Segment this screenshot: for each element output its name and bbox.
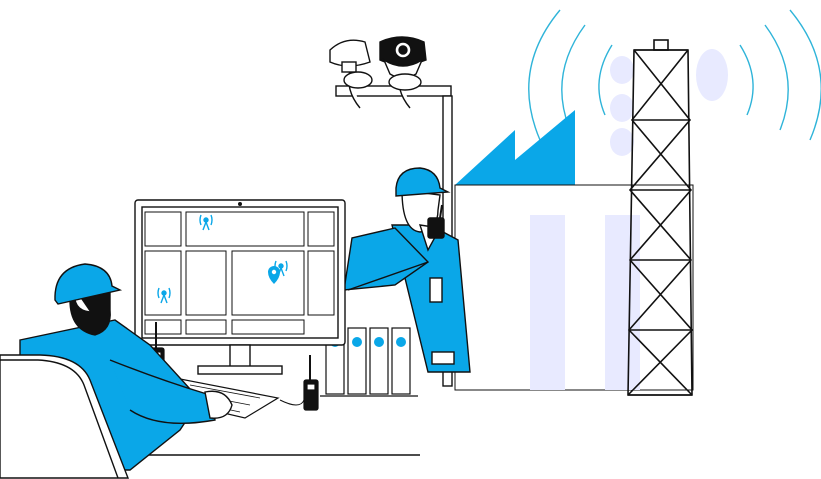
security-camera-icon	[329, 39, 373, 89]
map-grid	[144, 211, 335, 335]
signal-waves	[528, 9, 821, 141]
seated-worker	[0, 263, 233, 479]
standing-worker	[343, 167, 471, 373]
cell-tower-icon	[627, 39, 694, 396]
dome-camera-icon	[379, 36, 427, 91]
monitor	[134, 199, 346, 375]
lavender-blobs	[610, 49, 728, 156]
factory-building	[454, 110, 694, 391]
location-pin-icon	[268, 266, 280, 284]
